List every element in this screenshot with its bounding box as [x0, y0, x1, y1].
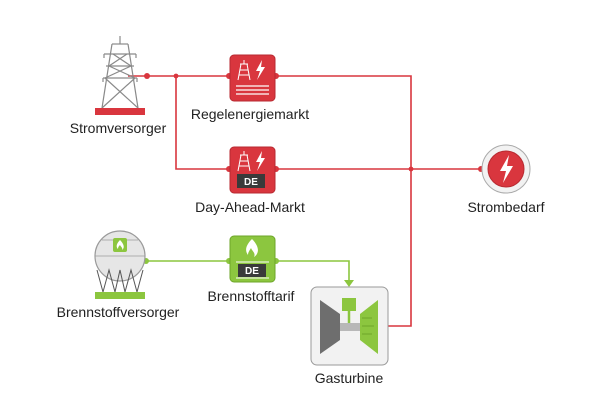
day-ahead-markt-label: Day-Ahead-Markt [195, 199, 305, 215]
electric-connections [128, 75, 483, 327]
node-day-ahead-markt[interactable]: DE Day-Ahead-Markt [195, 146, 305, 215]
lightning-icon [500, 155, 513, 183]
gas-tank-icon [94, 230, 146, 294]
line-bus-gasturbine [380, 169, 412, 327]
stromversorger-label: Stromversorger [70, 120, 167, 136]
junction-dot [173, 73, 179, 79]
brennstofftarif-label: Brennstofftarif [208, 288, 295, 304]
pylon-lightning-icon [237, 151, 251, 172]
tarif-lines [236, 261, 269, 279]
line-tarif-gasturbine [275, 260, 350, 282]
regelenergiemarkt-label: Regelenergiemarkt [191, 106, 309, 122]
lightning-glyph [256, 151, 265, 171]
fuel-connections [146, 260, 350, 282]
gasturbine-label: Gasturbine [315, 370, 384, 386]
fuel-arrowhead-icon [344, 280, 354, 287]
tank-base [95, 292, 145, 299]
gas-turbine-icon [320, 298, 378, 354]
de-badge-bg [238, 264, 266, 277]
node-stromversorger[interactable]: Stromversorger [70, 36, 167, 136]
strombedarf-label: Strombedarf [467, 199, 544, 215]
line-junction-down [175, 76, 230, 170]
line-regelenergiemarkt-right [275, 75, 412, 169]
node-brennstoffversorger[interactable]: Brennstoffversorger [57, 230, 180, 320]
node-brennstofftarif[interactable]: DE Brennstofftarif [208, 235, 295, 304]
flame-icon [246, 239, 258, 257]
flame-glyph [116, 240, 124, 250]
junction-dot [144, 73, 150, 79]
power-pylon-icon [101, 36, 139, 109]
market-lines [236, 85, 269, 95]
brennstoffversorger-label: Brennstoffversorger [57, 304, 180, 320]
junction-dot [408, 166, 414, 172]
lightning-glyph [256, 60, 265, 80]
pylon-lightning-icon [237, 60, 251, 81]
de-badge: DE [245, 266, 259, 277]
de-badge-bg [237, 174, 265, 188]
node-gasturbine[interactable]: Gasturbine [310, 286, 389, 386]
pylon-base [95, 108, 145, 115]
de-badge: DE [244, 177, 258, 188]
node-strombedarf[interactable]: Strombedarf [467, 144, 545, 215]
node-regelenergiemarkt[interactable]: Regelenergiemarkt [191, 54, 309, 122]
